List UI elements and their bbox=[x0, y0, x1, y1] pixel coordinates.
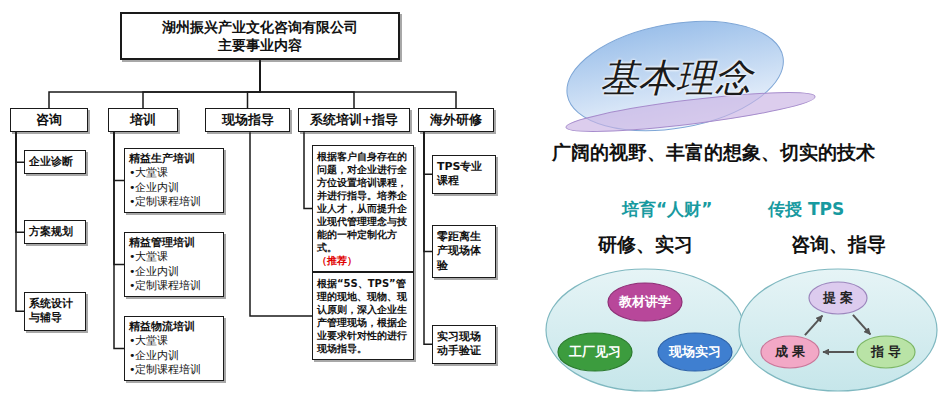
node-text: •企业内训 bbox=[129, 349, 219, 363]
course-box: 零距离生产现场体验 bbox=[432, 225, 496, 278]
node-text: •定制课程培训 bbox=[129, 363, 219, 377]
node-text: •大堂课 bbox=[129, 250, 219, 264]
node-label: 提 案 bbox=[823, 289, 854, 307]
tree-connector bbox=[260, 60, 456, 108]
tree-connector bbox=[248, 60, 261, 108]
ellipse-outline bbox=[761, 336, 819, 368]
ellipse-outline bbox=[546, 269, 744, 391]
node-text: •大堂课 bbox=[129, 166, 219, 180]
training-box: 精益物流培训•大堂课•企业内训•定制课程培训 bbox=[124, 316, 224, 381]
activity-ellipse: 教材讲学 bbox=[607, 282, 683, 322]
tree-connector bbox=[114, 132, 124, 264]
concept-ellipse: 基本理念 bbox=[568, 30, 783, 126]
tree-connector bbox=[143, 60, 260, 108]
node-label: 现场指导 bbox=[208, 112, 287, 128]
slogan-label: 传授 TPS bbox=[768, 198, 844, 221]
category-box: 培训 bbox=[108, 108, 178, 132]
activity-ellipse: 工厂见习 bbox=[557, 332, 633, 372]
node-label: 湖州振兴产业文化咨询有限公司 bbox=[128, 18, 392, 36]
cycle-ellipse: 指 导 bbox=[856, 335, 916, 369]
node-label: 零距离生产现场体验 bbox=[437, 230, 491, 273]
tree-connector bbox=[424, 132, 432, 344]
cycle-ellipse: 成 果 bbox=[760, 335, 820, 369]
node-label: 指 导 bbox=[871, 343, 902, 361]
node-label: 现场实习 bbox=[669, 343, 721, 361]
course-box: 实习现场动手验证 bbox=[432, 325, 496, 364]
node-label: 根据客户自身存在的问题，对企业进行全方位设置培训课程，并进行指导。培养企业人才，… bbox=[317, 150, 409, 254]
node-text: •定制课程培训 bbox=[129, 195, 219, 209]
node-label: 系统设计与辅导 bbox=[29, 297, 81, 326]
category-box: 咨询 bbox=[10, 108, 88, 132]
tree-connector bbox=[260, 60, 354, 108]
service-box: 系统设计与辅导 bbox=[24, 292, 86, 331]
tree-connector bbox=[16, 132, 24, 232]
ellipse-outline bbox=[658, 333, 732, 371]
node-label: 工厂见习 bbox=[569, 343, 621, 361]
node-label: 精益管理培训 bbox=[129, 236, 219, 250]
cycle-ellipse: 提 案 bbox=[808, 281, 868, 315]
group-ellipse: 研修、实习教材讲学工厂见习现场实习 bbox=[545, 268, 745, 392]
node-label: 咨询、指导 bbox=[718, 232, 950, 258]
tree-connector bbox=[16, 132, 24, 162]
slogan-label: 广阔的视野、丰富的想象、切实的技术 bbox=[552, 140, 875, 166]
tree-connector bbox=[424, 132, 432, 251]
category-box: 系统培训+指导 bbox=[298, 108, 410, 132]
activity-ellipse: 现场实习 bbox=[657, 332, 733, 372]
tree-connector bbox=[250, 132, 312, 316]
ellipse-outline bbox=[857, 336, 915, 368]
node-label: 实习现场动手验证 bbox=[437, 330, 491, 359]
tree-connector bbox=[114, 132, 124, 348]
tree-connector bbox=[424, 132, 432, 174]
training-box: 精益管理培训•大堂课•企业内训•定制课程培训 bbox=[124, 232, 224, 297]
category-box: 海外研修 bbox=[418, 108, 494, 132]
tree-connector bbox=[49, 60, 260, 108]
category-box: 现场指导 bbox=[205, 108, 290, 132]
ellipse-outline bbox=[809, 282, 867, 314]
node-label: 成 果 bbox=[775, 343, 806, 361]
node-text: •定制课程培训 bbox=[129, 279, 219, 293]
node-label: 方案规划 bbox=[29, 225, 81, 239]
ellipse-outline bbox=[739, 269, 937, 391]
node-label: TPS专业课程 bbox=[437, 160, 491, 189]
node-label: 培训 bbox=[111, 112, 175, 128]
title-box: 湖州振兴产业文化咨询有限公司主要事业内容 bbox=[120, 12, 400, 60]
node-label: 企业诊断 bbox=[29, 155, 81, 169]
tree-connector bbox=[114, 132, 124, 180]
tree-connector bbox=[304, 132, 312, 208]
description-box: 根据客户自身存在的问题，对企业进行全方位设置培训课程，并进行指导。培养企业人才，… bbox=[312, 145, 414, 272]
ellipse-outline bbox=[558, 333, 632, 371]
node-text: •大堂课 bbox=[129, 334, 219, 348]
node-label: 教材讲学 bbox=[619, 293, 671, 311]
group-ellipse: 咨询、指导提 案成 果指 导 bbox=[738, 268, 938, 392]
service-box: 企业诊断 bbox=[24, 150, 86, 174]
node-label: 海外研修 bbox=[421, 112, 491, 128]
node-label: 基本理念 bbox=[600, 53, 752, 104]
course-box: TPS专业课程 bbox=[432, 155, 496, 194]
node-label: 研修、实习 bbox=[525, 232, 765, 258]
tree-connector bbox=[16, 132, 24, 311]
node-label: 根据“5S、TPS”管理的现地、现物、现认原则，深入企业生产管理现场，根据企业要… bbox=[317, 277, 409, 355]
node-text: •企业内训 bbox=[129, 265, 219, 279]
node-label: 精益物流培训 bbox=[129, 320, 219, 334]
node-text: （推荐） bbox=[317, 254, 409, 267]
description-box: 根据“5S、TPS”管理的现地、现物、现认原则，深入企业生产管理现场，根据企业要… bbox=[312, 272, 414, 360]
node-label: 咨询 bbox=[13, 112, 85, 128]
node-label: 系统培训+指导 bbox=[301, 112, 407, 128]
node-text: 主要事业内容 bbox=[128, 36, 392, 54]
node-text: •企业内训 bbox=[129, 181, 219, 195]
service-box: 方案规划 bbox=[24, 220, 86, 244]
slogan-label: 培育“人财” bbox=[622, 198, 712, 221]
node-label: 精益生产培训 bbox=[129, 152, 219, 166]
ellipse-outline bbox=[608, 283, 682, 321]
training-box: 精益生产培训•大堂课•企业内训•定制课程培训 bbox=[124, 148, 224, 213]
